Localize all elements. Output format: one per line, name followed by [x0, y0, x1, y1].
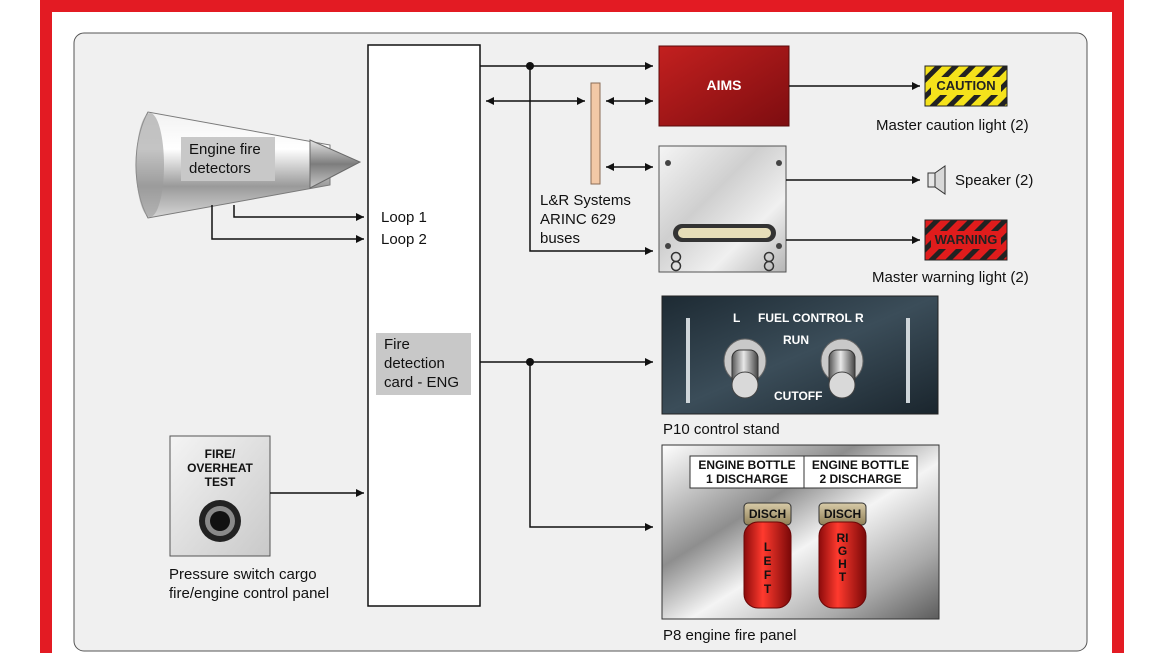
fire-detection-card-label: Fire detection card - ENG: [376, 333, 471, 395]
buses-label-line1: L&R Systems: [540, 192, 631, 209]
bottle1-line2: 1 DISCHARGE: [705, 472, 788, 486]
buses-label-line3: buses: [540, 230, 581, 247]
left-disch-cap[interactable]: DISCH: [748, 507, 787, 521]
test-panel-line2: OVERHEAT: [187, 461, 253, 475]
fuel-control-run: RUN: [783, 333, 809, 347]
p8-engine-fire-panel: [661, 444, 940, 620]
speaker-icon: [927, 165, 946, 195]
loop1-label: Loop 1: [381, 209, 427, 226]
master-warning-caption: Master warning light (2): [872, 269, 1029, 286]
test-panel-caption-line1: Pressure switch cargo: [169, 566, 317, 583]
warning-light-text: WARNING: [934, 232, 998, 247]
fuel-control-title: FUEL CONTROL: [758, 311, 852, 325]
right-handle-label[interactable]: RIGHT: [836, 531, 849, 584]
left-handle-label[interactable]: LEFT: [763, 540, 772, 596]
bottle1-line1: ENGINE BOTTLE: [698, 458, 796, 472]
arinc-bus-bar: [590, 82, 601, 185]
bottle2-line1: ENGINE BOTTLE: [811, 458, 910, 472]
right-disch-cap[interactable]: DISCH: [823, 507, 862, 521]
aims-label: AIMS: [706, 77, 742, 93]
test-panel-line3: TEST: [204, 475, 236, 489]
caution-light-text: CAUTION: [936, 78, 996, 93]
fuel-control-cutoff: CUTOFF: [774, 389, 823, 403]
loop2-label: Loop 2: [381, 231, 427, 248]
aural-warning-unit: [658, 145, 787, 273]
fire-overheat-test-panel: [169, 435, 271, 557]
master-caution-caption: Master caution light (2): [876, 117, 1029, 134]
aims-box: [658, 45, 790, 127]
fire-detection-card-box: [367, 44, 481, 607]
test-panel-line1: FIRE/: [204, 447, 236, 461]
test-panel-caption-line2: fire/engine control panel: [169, 585, 330, 602]
p10-control-stand: [661, 295, 939, 415]
speaker-caption: Speaker (2): [955, 172, 1034, 189]
buses-label-line2: ARINC 629: [540, 211, 616, 228]
p8-caption: P8 engine fire panel: [663, 627, 797, 644]
fuel-control-l: L: [733, 311, 741, 325]
fuel-control-r: R: [855, 311, 864, 325]
engine-fire-detectors-label: Engine fire detectors: [181, 137, 275, 181]
p10-caption: P10 control stand: [663, 421, 780, 438]
bottle2-line2: 2 DISCHARGE: [819, 472, 902, 486]
